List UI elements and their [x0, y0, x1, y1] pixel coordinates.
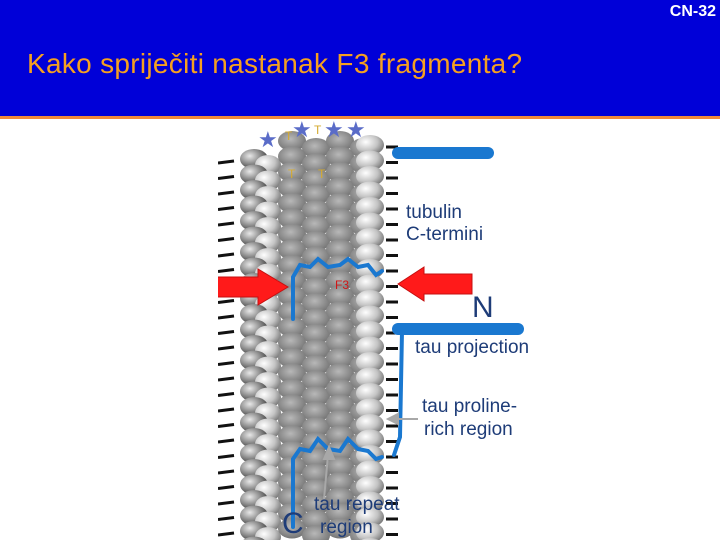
tubulin-tail: [218, 394, 234, 396]
tubulin-tail: [218, 254, 234, 256]
tau-repeat-region-label: tau repeat region: [314, 493, 400, 539]
microtubule-front-row: [356, 135, 384, 540]
tubulin-tail: [218, 533, 234, 535]
slide-code: CN-32: [670, 3, 716, 21]
tubulin-tail: [218, 192, 234, 194]
tubulin-tail: [218, 363, 234, 365]
tubulin-tail: [218, 161, 234, 163]
tubulin-tail: [218, 332, 234, 334]
tubulin-tail: [218, 409, 234, 411]
tubulin-tail: [218, 487, 234, 489]
tubulin-tail: [218, 471, 234, 473]
tyrosine-marker: T: [285, 129, 292, 143]
tubulin-tail: [218, 518, 234, 520]
slide-title: Kako spriječiti nastanak F3 fragmenta?: [27, 48, 522, 80]
tubulin-tail: [218, 301, 234, 303]
tubulin-tail: [218, 177, 234, 179]
tubulin-tail: [218, 316, 234, 318]
tubulin-tail: [218, 440, 234, 442]
proline-label-line1: tau proline-: [422, 395, 517, 418]
svg-text:★: ★: [292, 119, 312, 143]
microtubule-tau-figure: ★ ★ ★ ★ T T T T F3 tubulin C-termini N t…: [218, 119, 542, 540]
n-terminus-label: N: [472, 291, 494, 325]
svg-text:★: ★: [324, 119, 344, 143]
title-bar: CN-32 Kako spriječiti nastanak F3 fragme…: [0, 0, 720, 116]
tubulin-tail: [218, 270, 234, 272]
tau-proline-rich-label: tau proline- rich region: [422, 395, 517, 441]
tubulin-label-line2: C-termini: [406, 224, 483, 246]
right-red-arrow: [398, 267, 472, 301]
svg-text:★: ★: [346, 119, 366, 143]
tubulin-tail: [218, 456, 234, 458]
tubulin-tail: [218, 378, 234, 380]
tubulin-c-termini-label: tubulin C-termini: [406, 202, 483, 246]
tyrosine-marker: T: [288, 167, 295, 181]
tubulin-tail: [218, 425, 234, 427]
tyrosine-marker: T: [318, 167, 325, 181]
tau-projection-label: tau projection: [415, 337, 529, 359]
repeat-label-line1: tau repeat: [314, 493, 400, 516]
microtubule-back-row: [240, 149, 281, 540]
svg-text:★: ★: [258, 128, 278, 153]
tyrosine-marker: T: [314, 123, 321, 137]
tubulin-tail: [218, 223, 234, 225]
repeat-label-line2: region: [314, 516, 400, 539]
proline-label-line2: rich region: [422, 418, 517, 441]
tubulin-label-line1: tubulin: [406, 202, 483, 224]
tubulin-tail: [218, 239, 234, 241]
tubulin-tail: [218, 347, 234, 349]
f3-fragment-label: F3: [335, 278, 349, 292]
tubulin-tail: [218, 208, 234, 210]
tubulin-tail: [218, 502, 234, 504]
c-terminus-label: C: [282, 507, 304, 540]
microtubule-diagram: ★ ★ ★ ★: [218, 119, 542, 540]
